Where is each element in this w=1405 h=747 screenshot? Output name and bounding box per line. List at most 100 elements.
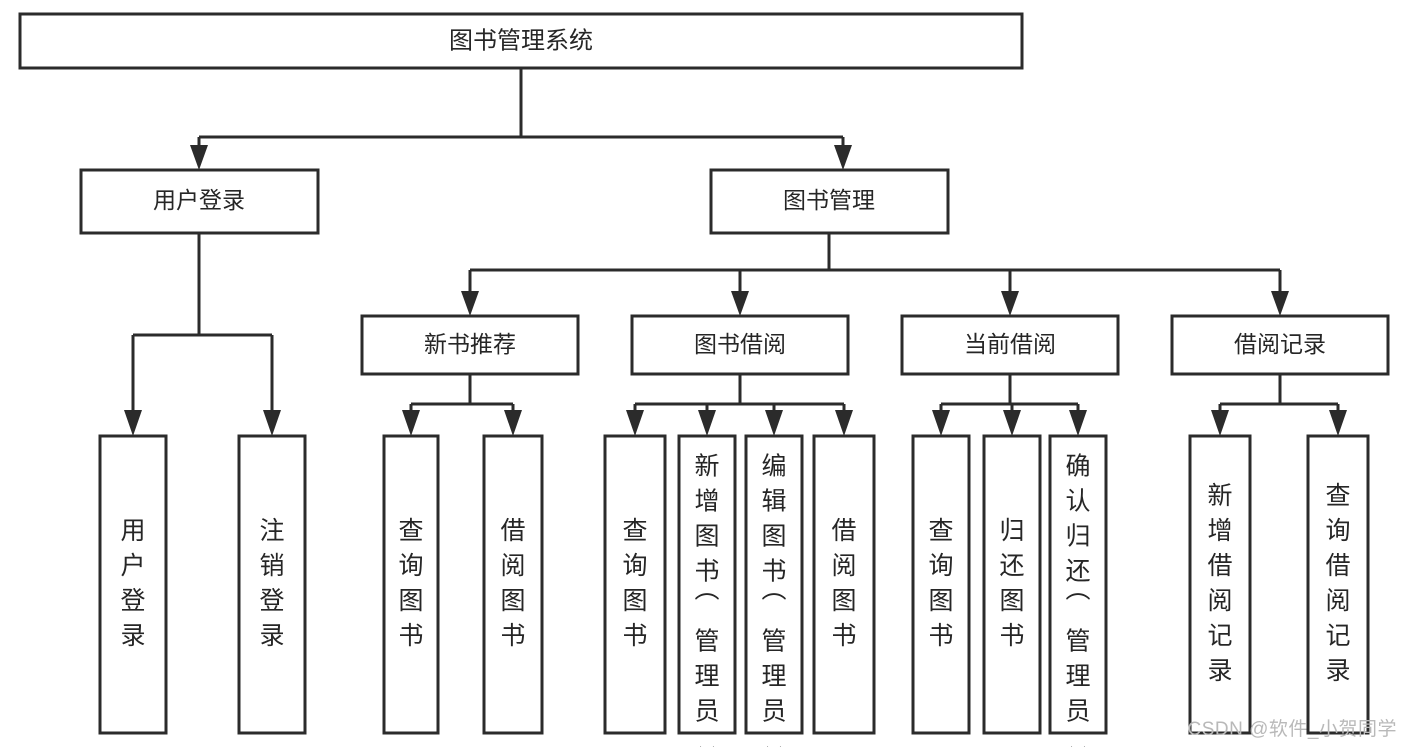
leaf-label-char: 阅 — [1325, 587, 1350, 615]
leaf-node-box[interactable] — [237, 434, 307, 735]
leaf-node-label: 查询图书 — [928, 517, 953, 650]
leaf-node-label: 新增借阅记录 — [1207, 482, 1232, 685]
arrow-head-icon — [263, 410, 281, 436]
leaf-label-char: 图 — [761, 522, 786, 550]
leaf-label-char: 录 — [259, 622, 284, 650]
leaf-label-char: 员 — [694, 697, 719, 725]
leaf-node-box[interactable] — [744, 434, 804, 735]
leaf-label-char: 户 — [120, 552, 145, 580]
leaf-node[interactable]: 新增借阅记录 — [1188, 434, 1252, 735]
leaf-node-box[interactable] — [677, 434, 737, 735]
leaf-label-char: 用 — [120, 517, 145, 545]
leaf-label-char: 询 — [622, 552, 647, 580]
leaf-node[interactable]: 新增图书⌒管理员⌣ — [677, 434, 737, 747]
leaf-node-box[interactable] — [1188, 434, 1252, 735]
leaf-node-box[interactable] — [603, 434, 667, 735]
leaf-node[interactable]: 归还图书 — [982, 434, 1042, 735]
leaf-label-char: 借 — [831, 517, 856, 545]
arrow-head-icon — [402, 410, 420, 436]
leaf-node-label: 确认归还⌒管理员⌣ — [1065, 452, 1090, 747]
arrow-head-icon — [124, 410, 142, 436]
connector-borrow-trunk — [633, 374, 846, 424]
connector-root-trunk — [197, 68, 845, 158]
leaf-label-char: 记 — [1325, 622, 1350, 650]
leaf-node-box[interactable] — [1048, 434, 1108, 735]
leaf-node-label: 借阅图书 — [831, 517, 856, 650]
leaf-node[interactable]: 查询借阅记录 — [1306, 434, 1370, 735]
leaf-node-box[interactable] — [382, 434, 440, 735]
leaf-label-char: ⌒ — [1065, 592, 1090, 620]
node-current-borrow-label: 当前借阅 — [964, 331, 1056, 357]
node-root-system-box[interactable] — [18, 12, 1024, 70]
node-book-borrow-box[interactable] — [630, 314, 850, 376]
leaf-label-char: 借 — [500, 517, 525, 545]
leaf-label-char: 确 — [1065, 452, 1090, 480]
node-book-borrow[interactable]: 图书借阅 — [630, 314, 850, 376]
leaf-node[interactable]: 借阅图书 — [482, 434, 544, 735]
leaf-label-char: 增 — [1207, 517, 1232, 545]
leaf-label-char: ⌣ — [766, 732, 782, 747]
leaf-label-char: 归 — [1065, 522, 1090, 550]
arrow-head-icon — [1271, 291, 1289, 316]
leaf-label-char: 书 — [928, 622, 953, 650]
arrow-head-icon — [834, 145, 852, 170]
leaf-node-label: 用户登录 — [120, 517, 145, 650]
leaf-node[interactable]: 确认归还⌒管理员⌣ — [1048, 434, 1108, 747]
leaf-node-box[interactable] — [982, 434, 1042, 735]
leaf-label-char: 录 — [1207, 657, 1232, 685]
node-book-management[interactable]: 图书管理 — [709, 168, 950, 235]
arrow-head-icon — [1069, 410, 1087, 436]
leaf-node[interactable]: 查询图书 — [382, 434, 440, 735]
leaf-node[interactable]: 编辑图书⌒管理员⌣ — [744, 434, 804, 747]
node-root-system[interactable]: 图书管理系统 — [18, 12, 1024, 70]
leaf-label-char: 录 — [120, 622, 145, 650]
arrow-head-icon — [1211, 410, 1229, 436]
leaf-label-char: 管 — [1065, 627, 1090, 655]
leaf-label-char: 书 — [500, 622, 525, 650]
node-current-borrow[interactable]: 当前借阅 — [900, 314, 1120, 376]
leaf-node[interactable]: 用户登录 — [98, 434, 168, 735]
leaf-label-char: 借 — [1325, 552, 1350, 580]
node-user-login[interactable]: 用户登录 — [79, 168, 320, 235]
leaf-node[interactable]: 借阅图书 — [812, 434, 876, 735]
leaf-node-label: 注销登录 — [259, 517, 284, 650]
arrow-head-icon — [461, 291, 479, 316]
node-book-management-box[interactable] — [709, 168, 950, 235]
arrow-head-icon — [765, 410, 783, 436]
arrow-head-icon — [504, 410, 522, 436]
leaf-node-label: 归还图书 — [999, 517, 1024, 650]
arrow-head-icon — [1329, 410, 1347, 436]
leaf-label-char: 增 — [694, 487, 719, 515]
leaf-node[interactable]: 注销登录 — [237, 434, 307, 735]
node-book-borrow-label: 图书借阅 — [694, 331, 786, 357]
connector-user-login-trunk — [131, 233, 274, 424]
leaf-label-char: 销 — [259, 552, 284, 580]
node-new-book-recommend[interactable]: 新书推荐 — [360, 314, 580, 376]
node-new-book-recommend-box[interactable] — [360, 314, 580, 376]
leaf-node-box[interactable] — [1306, 434, 1370, 735]
leaf-node-box[interactable] — [482, 434, 544, 735]
leaf-label-char: 员 — [761, 697, 786, 725]
leaf-node-box[interactable] — [98, 434, 168, 735]
leaf-label-char: 阅 — [1207, 587, 1232, 615]
node-user-login-label: 用户登录 — [153, 187, 245, 213]
node-borrow-record-box[interactable] — [1170, 314, 1390, 376]
leaf-label-char: 书 — [694, 557, 719, 585]
watermark-credit: CSDN @软件_小贺同学 — [1187, 719, 1397, 740]
node-borrow-record[interactable]: 借阅记录 — [1170, 314, 1390, 376]
connector-borrow-record-trunk — [1218, 374, 1340, 424]
node-borrow-record-label: 借阅记录 — [1234, 331, 1326, 357]
leaf-label-char: 图 — [831, 587, 856, 615]
leaf-node[interactable]: 查询图书 — [911, 434, 971, 735]
leaf-node-box[interactable] — [911, 434, 971, 735]
node-current-borrow-box[interactable] — [900, 314, 1120, 376]
leaf-node-label: 借阅图书 — [500, 517, 525, 650]
leaf-label-char: ⌣ — [1070, 732, 1086, 747]
arrow-head-icon — [731, 291, 749, 316]
leaf-node[interactable]: 查询图书 — [603, 434, 667, 735]
leaf-label-char: 图 — [694, 522, 719, 550]
leaf-label-char: 管 — [694, 627, 719, 655]
leaf-label-char: 查 — [1325, 482, 1350, 510]
node-user-login-box[interactable] — [79, 168, 320, 235]
leaf-node-box[interactable] — [812, 434, 876, 735]
